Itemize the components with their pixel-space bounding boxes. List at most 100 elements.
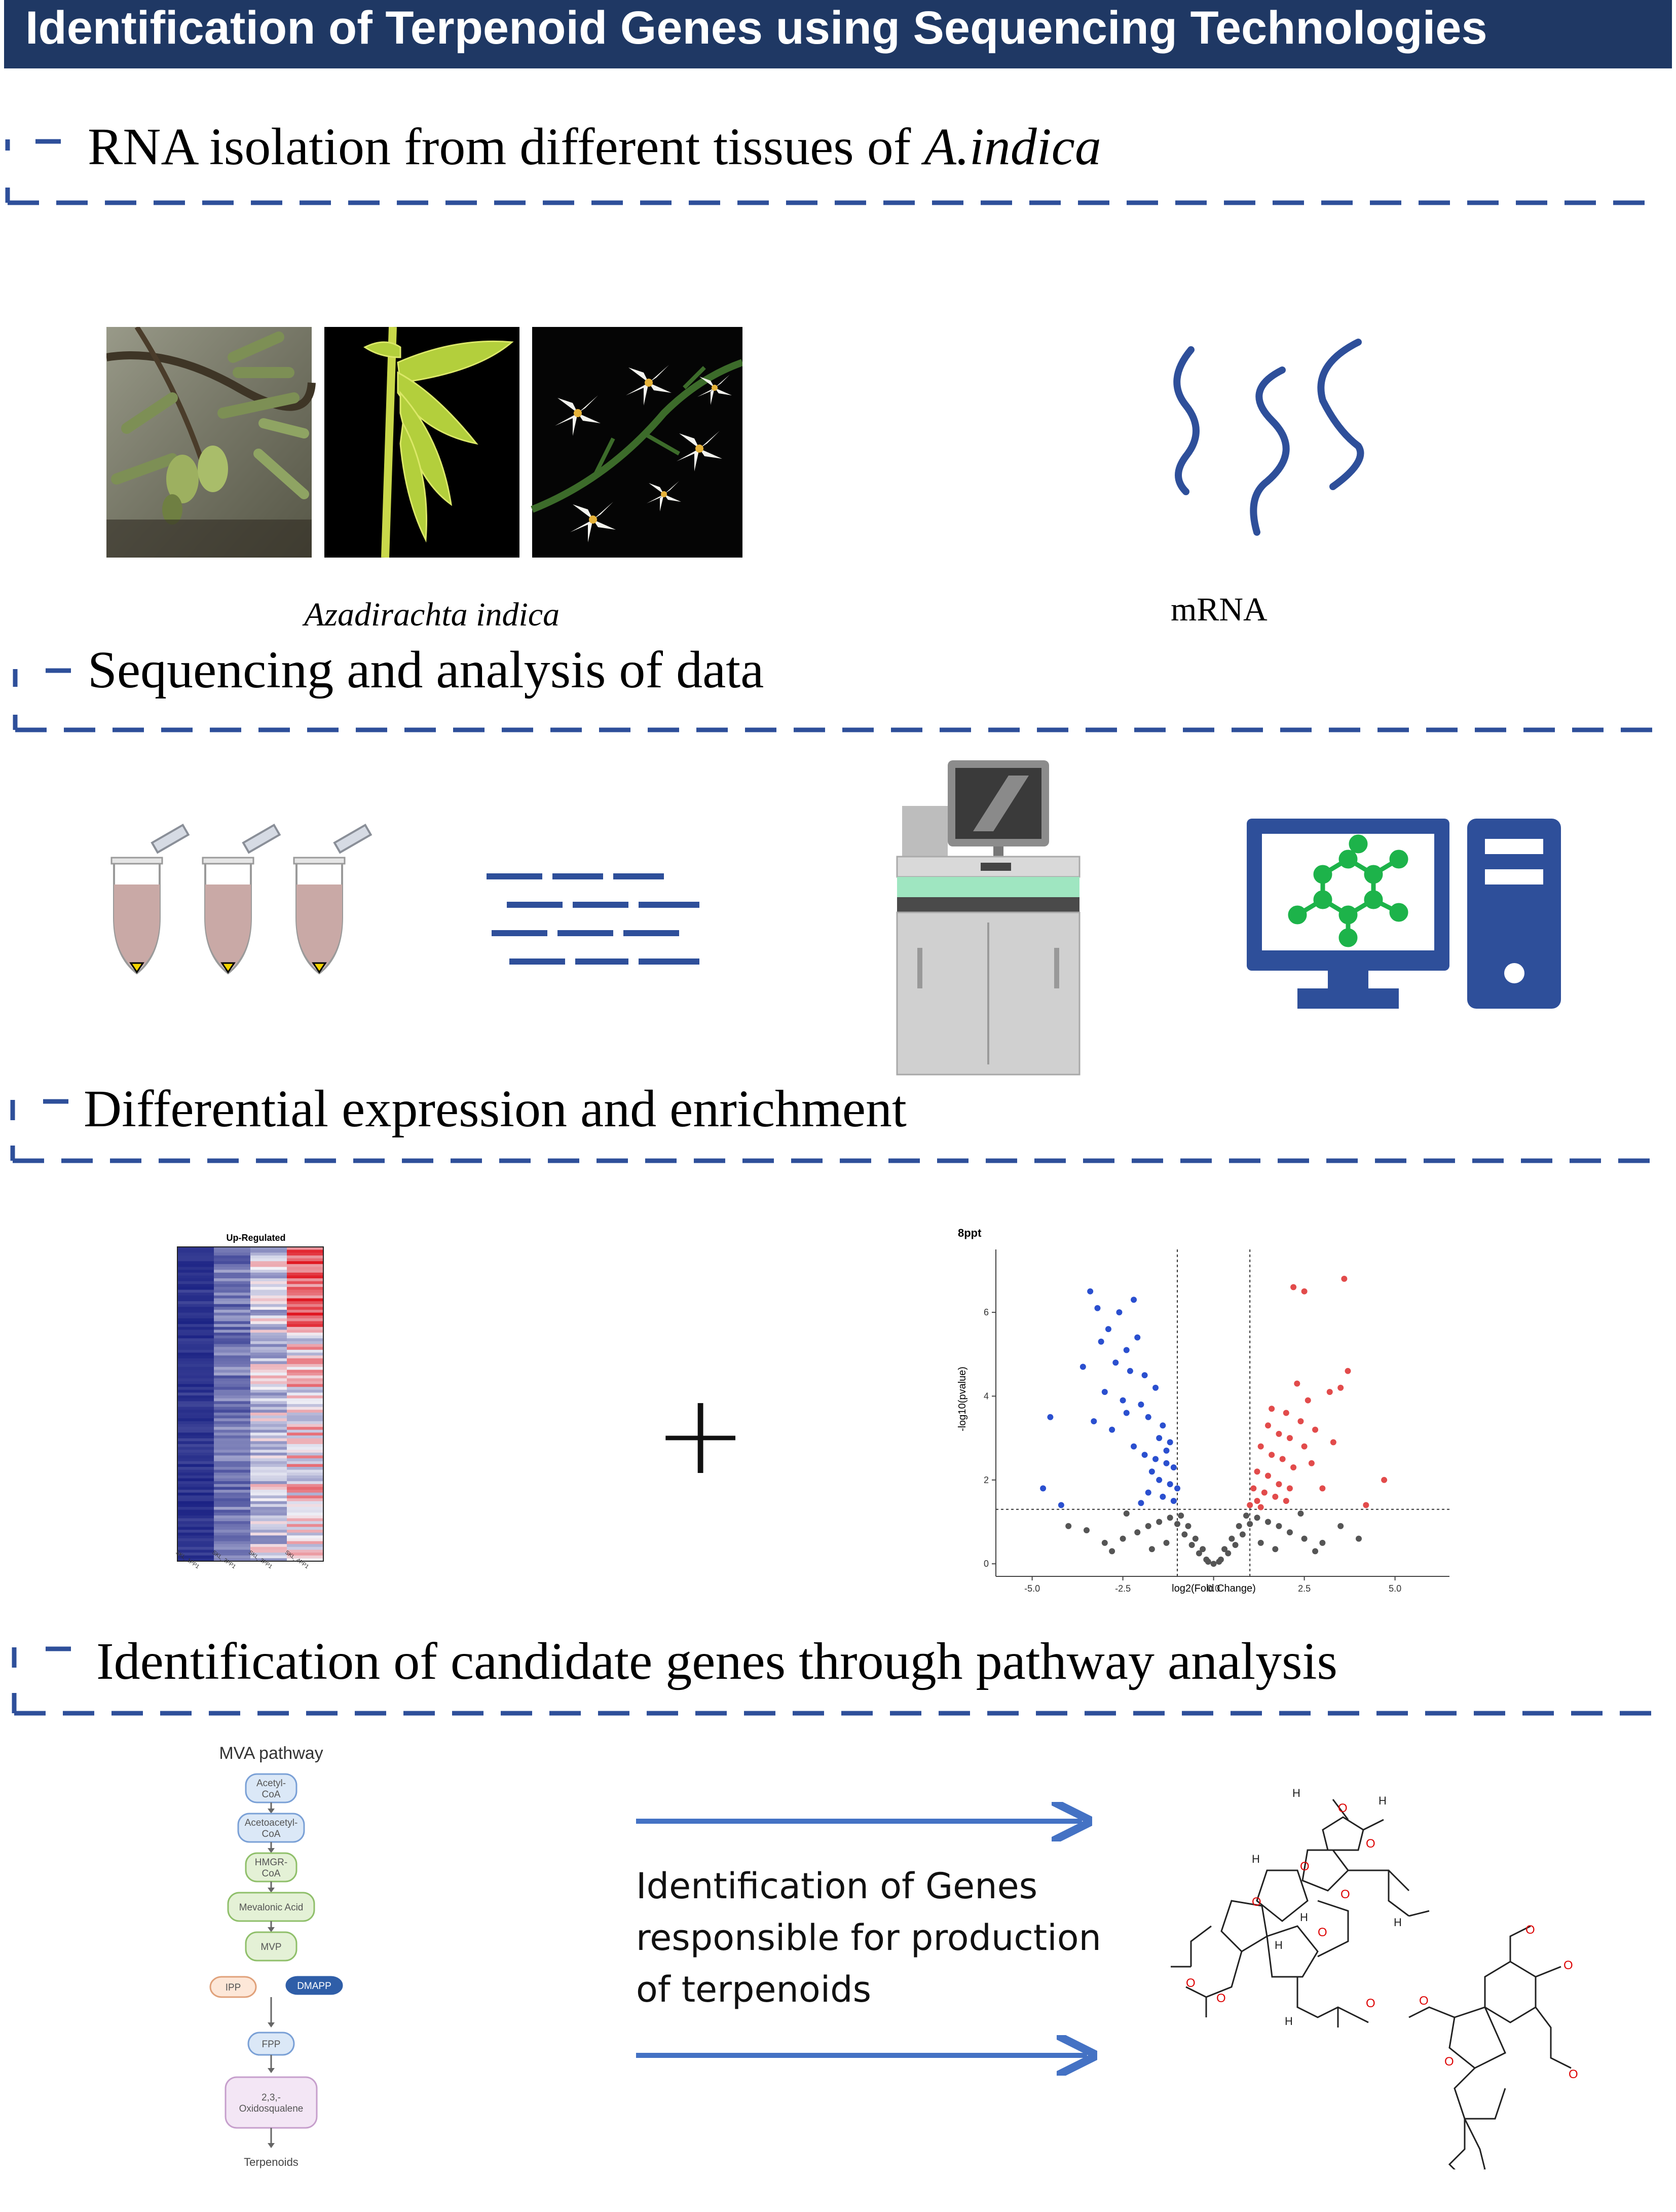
terpenoids-label: Terpenoids bbox=[244, 2156, 299, 2168]
heatmap-cell bbox=[250, 1532, 287, 1536]
heatmap-cell bbox=[214, 1535, 250, 1539]
heatmap-cell bbox=[214, 1515, 250, 1519]
heatmap-cell bbox=[177, 1252, 214, 1256]
heatmap-cell bbox=[250, 1407, 287, 1410]
volcano-point bbox=[1301, 1288, 1308, 1295]
heatmap-cell bbox=[250, 1495, 287, 1499]
heatmap-cell bbox=[250, 1475, 287, 1479]
volcano-point bbox=[1326, 1389, 1333, 1395]
heatmap-cell bbox=[214, 1464, 250, 1467]
heatmap-cell bbox=[250, 1284, 287, 1287]
heatmap-cell bbox=[287, 1410, 323, 1413]
heatmap-cell bbox=[177, 1352, 214, 1356]
heatmap-cell bbox=[177, 1418, 214, 1422]
volcano-point bbox=[1228, 1535, 1235, 1542]
volcano-point bbox=[1120, 1535, 1126, 1542]
heatmap-cell bbox=[214, 1518, 250, 1522]
heatmap-cell bbox=[250, 1421, 287, 1424]
volcano-point bbox=[1312, 1548, 1319, 1555]
heatmap-cell bbox=[177, 1458, 214, 1462]
volcano-point bbox=[1109, 1548, 1115, 1555]
heatmap-cell bbox=[250, 1381, 287, 1385]
heatmap-cell bbox=[287, 1412, 323, 1416]
heatmap-cell bbox=[287, 1429, 323, 1433]
heatmap-cell bbox=[250, 1424, 287, 1427]
heatmap-cell bbox=[287, 1458, 323, 1462]
volcano-point bbox=[1181, 1531, 1188, 1538]
volcano-point bbox=[1308, 1460, 1315, 1466]
heatmap-cell bbox=[177, 1558, 214, 1562]
heatmap-cell bbox=[177, 1375, 214, 1379]
heatmap-cell bbox=[214, 1452, 250, 1456]
volcano-point bbox=[1160, 1422, 1166, 1429]
heatmap-cell bbox=[214, 1358, 250, 1361]
heatmap-cell bbox=[177, 1541, 214, 1544]
heatmap-cell bbox=[250, 1509, 287, 1513]
heatmap-cell bbox=[250, 1447, 287, 1450]
heatmap-cell bbox=[177, 1270, 214, 1273]
heatmap-cell bbox=[214, 1295, 250, 1299]
volcano-point bbox=[1163, 1460, 1170, 1466]
heatmap-cell bbox=[177, 1326, 214, 1330]
heatmap-cell bbox=[250, 1307, 287, 1310]
identification-line-2: responsible for production bbox=[636, 1917, 1101, 1959]
heatmap-cell bbox=[287, 1264, 323, 1267]
heatmap-cell bbox=[287, 1267, 323, 1270]
pathway-title: MVA pathway bbox=[219, 1744, 323, 1763]
section-title-1-text: RNA isolation from different tissues of bbox=[88, 118, 924, 176]
svg-text:O: O bbox=[1318, 1926, 1327, 1939]
heatmap-cell bbox=[250, 1264, 287, 1267]
heatmap-cell bbox=[177, 1452, 214, 1456]
ipp-node-label: IPP bbox=[226, 1982, 241, 1993]
volcano-point bbox=[1236, 1523, 1242, 1529]
volcano-xlabel: log2(Fold Change) bbox=[1172, 1583, 1256, 1594]
svg-text:O: O bbox=[1186, 1976, 1196, 1990]
heatmap-cell bbox=[214, 1498, 250, 1502]
volcano-point bbox=[1239, 1531, 1246, 1538]
heatmap-cell bbox=[177, 1447, 214, 1450]
volcano-point bbox=[1196, 1550, 1202, 1557]
heatmap-cell bbox=[287, 1378, 323, 1382]
heatmap-cell bbox=[214, 1418, 250, 1422]
heatmap-cell bbox=[177, 1429, 214, 1433]
heatmap-cell bbox=[214, 1455, 250, 1459]
heatmap-cell bbox=[214, 1281, 250, 1284]
heatmap-cell bbox=[214, 1321, 250, 1324]
heatmap-cell bbox=[287, 1455, 323, 1459]
heatmap-cell bbox=[214, 1267, 250, 1270]
volcano-point bbox=[1163, 1447, 1170, 1454]
oxidosqualene-node-label: 2,3,- bbox=[262, 2092, 281, 2103]
heatmap-cell bbox=[287, 1435, 323, 1439]
heatmap-cell bbox=[214, 1370, 250, 1373]
heatmap-cell bbox=[250, 1355, 287, 1359]
heatmap-cell bbox=[287, 1555, 323, 1559]
heatmap-cell bbox=[214, 1469, 250, 1473]
heatmap-cell bbox=[177, 1478, 214, 1482]
heatmap-cell bbox=[287, 1318, 323, 1322]
heatmap-cell bbox=[214, 1509, 250, 1513]
volcano-point bbox=[1127, 1368, 1133, 1374]
heatmap-cell bbox=[250, 1427, 287, 1430]
heatmap-cell bbox=[214, 1527, 250, 1530]
heatmap-cell bbox=[287, 1252, 323, 1256]
heatmap-cell bbox=[287, 1490, 323, 1493]
heatmap-cell bbox=[287, 1286, 323, 1291]
volcano-point bbox=[1330, 1439, 1336, 1446]
volcano-point bbox=[1250, 1485, 1257, 1492]
heatmap-cell bbox=[214, 1347, 250, 1350]
pathway-arrowhead bbox=[268, 1927, 275, 1932]
leaf-photo bbox=[324, 327, 519, 558]
volcano-point bbox=[1160, 1493, 1166, 1500]
heatmap-cell bbox=[287, 1387, 323, 1390]
heatmap-cell bbox=[287, 1498, 323, 1502]
heatmap-cell bbox=[250, 1455, 287, 1459]
volcano-point bbox=[1079, 1363, 1086, 1370]
heatmap-cell bbox=[214, 1415, 250, 1419]
heatmap-cell bbox=[214, 1407, 250, 1410]
sample-tubes bbox=[110, 823, 373, 975]
heatmap-cell bbox=[177, 1370, 214, 1373]
heatmap-cell bbox=[177, 1281, 214, 1284]
heatmap-cell bbox=[287, 1407, 323, 1410]
volcano-point bbox=[1269, 1452, 1275, 1458]
heatmap-cell bbox=[287, 1404, 323, 1408]
